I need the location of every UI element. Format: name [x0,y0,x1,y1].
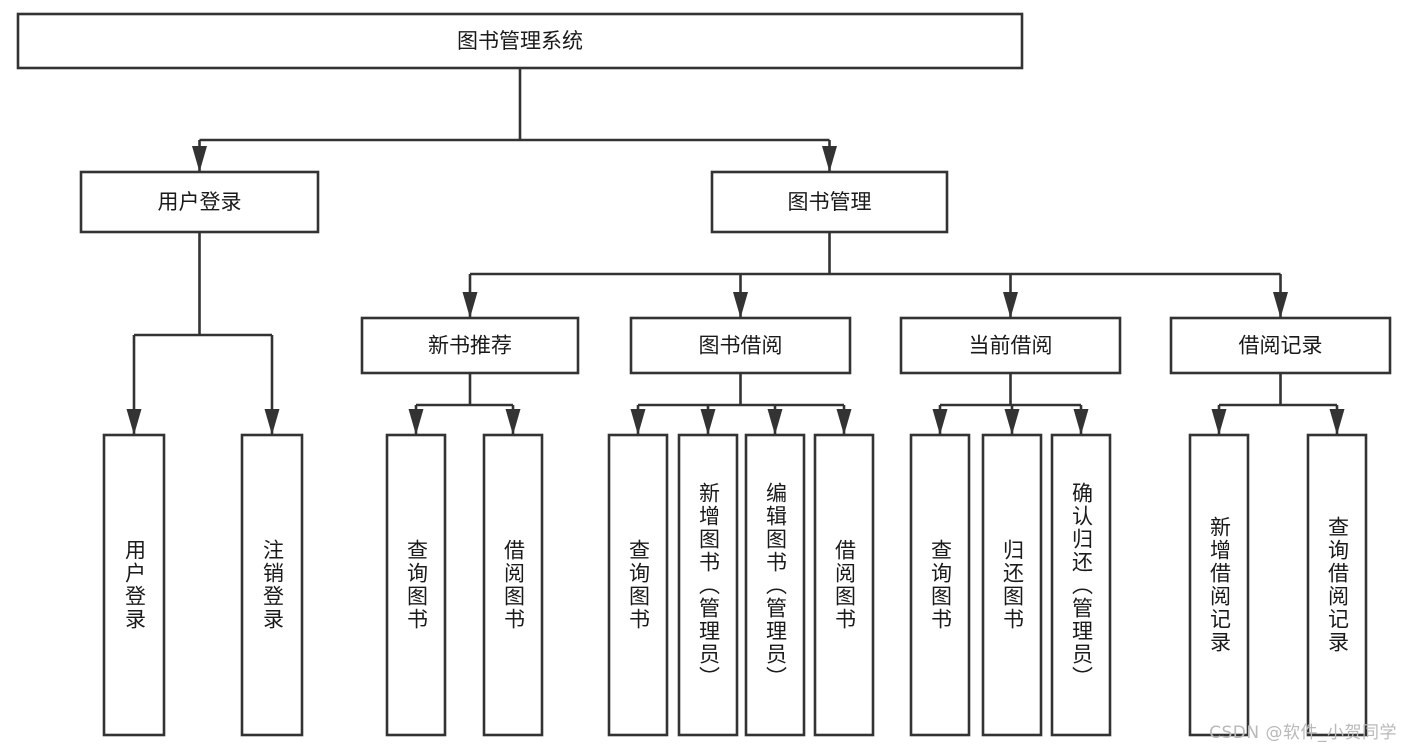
arrow-head-icon-leaf-query-book-3 [932,409,948,435]
arrow-head-icon-current-borrow [1003,292,1018,318]
arrow-head-icon-leaf-add-book [700,409,716,435]
node-box-leaf-add-record[interactable] [1188,433,1250,737]
node-box-leaf-borrow-book-1[interactable] [482,433,544,737]
node-box-current-borrow[interactable] [899,316,1122,375]
arrow-head-icon-borrow-record [1273,292,1288,318]
arrow-head-icon-leaf-add-record [1211,409,1227,435]
watermark: CSDN @软件_小贺同学 [1209,723,1397,743]
node-label-borrow-record: 借阅记录 [1239,334,1323,358]
node-box-leaf-borrow-book-2[interactable] [813,433,875,737]
arrow-head-icon-book-manage [822,146,837,172]
node-box-leaf-query-record[interactable] [1306,433,1368,737]
node-label-root: 图书管理系统 [457,29,583,53]
node-label-book-borrow: 图书借阅 [699,334,783,358]
arrow-head-icon-leaf-query-book-1 [408,409,424,435]
node-box-leaf-user-login[interactable] [102,433,166,737]
node-box-root[interactable] [16,12,1024,70]
node-box-leaf-query-book-1[interactable] [385,433,447,737]
arrow-head-icon-leaf-borrow-book-1 [505,409,521,435]
node-box-new-book-rec[interactable] [360,316,580,375]
arrow-head-icon-book-borrow [733,292,748,318]
node-box-user-login[interactable] [79,170,320,234]
node-label-book-manage: 图书管理 [788,190,872,214]
node-box-leaf-confirm-return[interactable] [1050,433,1112,737]
arrow-head-icon-leaf-borrow-book-2 [836,409,852,435]
node-label-user-login: 用户登录 [158,190,242,214]
arrow-head-icon-user-login [192,146,207,172]
node-box-leaf-add-book[interactable] [677,433,739,737]
arrow-head-icon-leaf-user-logout [264,409,280,435]
arrow-head-icon-leaf-query-book-2 [630,409,646,435]
arrow-head-icon-leaf-edit-book [767,409,783,435]
node-label-new-book-rec: 新书推荐 [428,334,512,358]
node-box-book-borrow[interactable] [629,316,852,375]
arrow-head-icon-leaf-confirm-return [1073,409,1089,435]
arrow-head-icon-leaf-user-login [126,409,142,435]
node-box-book-manage[interactable] [710,170,949,234]
arrow-head-icon-leaf-query-record [1329,409,1345,435]
node-box-borrow-record[interactable] [1169,316,1392,375]
node-box-leaf-query-book-3[interactable] [909,433,971,737]
arrow-head-icon-new-book-rec [462,292,478,318]
node-box-leaf-return-book[interactable] [981,433,1043,737]
boxes-layer [16,12,1392,737]
arrow-head-icon-leaf-return-book [1004,409,1020,435]
node-label-current-borrow: 当前借阅 [969,334,1053,358]
node-box-leaf-query-book-2[interactable] [607,433,669,737]
node-box-leaf-edit-book[interactable] [744,433,806,737]
connectors-layer [126,68,1345,435]
node-box-leaf-user-logout[interactable] [240,433,304,737]
